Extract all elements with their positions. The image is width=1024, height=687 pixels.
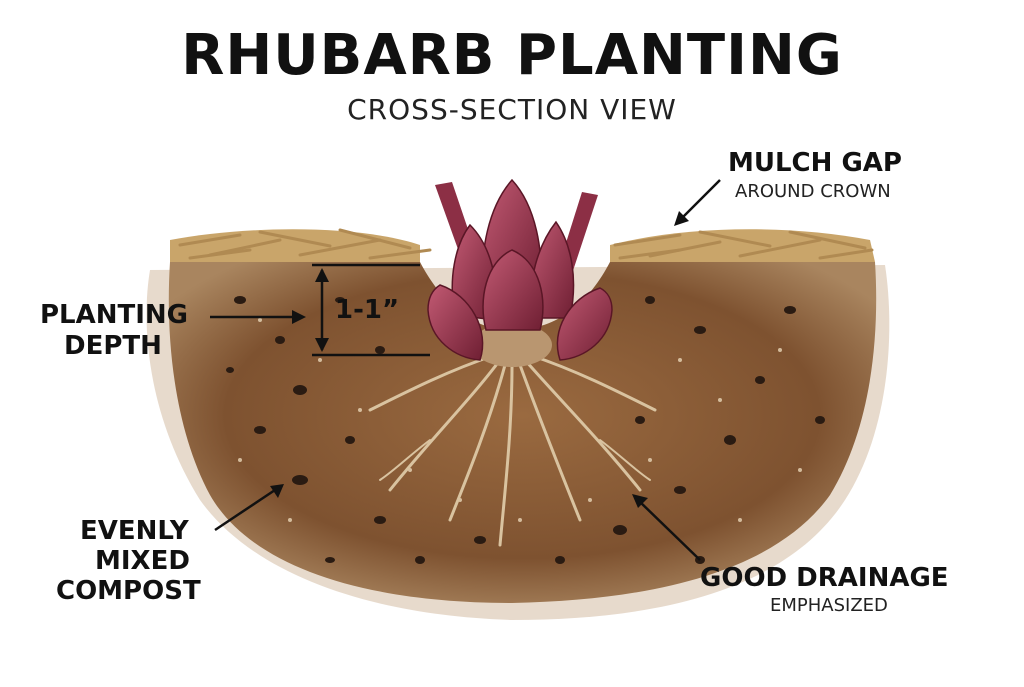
compost-label-line3: COMPOST bbox=[56, 576, 201, 606]
depth-value-label: 1-1” bbox=[335, 295, 400, 325]
buds bbox=[427, 178, 613, 361]
mulch-layer-left bbox=[170, 228, 432, 262]
soil-pebbles bbox=[226, 296, 825, 564]
drainage-sublabel: EMPHASIZED bbox=[770, 595, 888, 616]
crown bbox=[472, 323, 552, 367]
planting-depth-label-line2: DEPTH bbox=[64, 331, 162, 361]
pointer-arrows bbox=[210, 179, 721, 561]
diagram-title: RHUBARB PLANTING bbox=[181, 23, 843, 88]
mulch-gap-sublabel: AROUND CROWN bbox=[735, 181, 891, 202]
diagram-subtitle: CROSS-SECTION VIEW bbox=[347, 93, 677, 126]
planting-depth-label-line1: PLANTING bbox=[40, 300, 189, 330]
compost-label-line1: EVENLY bbox=[80, 516, 189, 546]
mulch-layer-right bbox=[610, 229, 875, 262]
mulch-gap-label: MULCH GAP bbox=[728, 148, 902, 178]
soil-body bbox=[168, 262, 877, 603]
compost-label-line2: MIXED bbox=[95, 546, 190, 576]
depth-measurement bbox=[312, 263, 430, 357]
drainage-label: GOOD DRAINAGE bbox=[700, 563, 949, 593]
